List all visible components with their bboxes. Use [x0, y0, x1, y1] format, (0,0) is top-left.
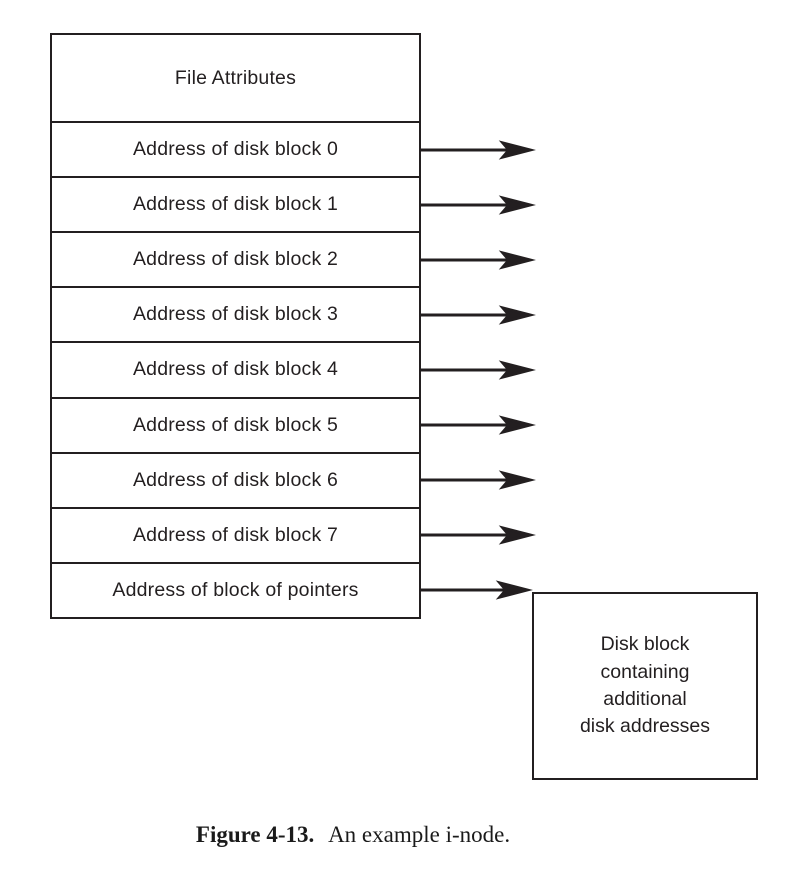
inode-row-disk-block-3: Address of disk block 3: [52, 286, 419, 341]
arrow-disk-block-3: [421, 305, 536, 325]
inode-row-disk-block-0: Address of disk block 0: [52, 121, 419, 176]
arrow-disk-block-7: [421, 525, 536, 545]
figure-caption-text: An example i-node.: [328, 822, 511, 847]
arrow-disk-block-1: [421, 195, 536, 215]
arrow-block-of-pointers: [421, 580, 533, 600]
inode-table: File Attributes Address of disk block 0 …: [50, 33, 421, 619]
inode-file-attributes-cell: File Attributes: [174, 66, 297, 89]
indirect-disk-block-label: Disk block containing additional disk ad…: [579, 633, 711, 738]
figure-caption-number: Figure 4-13.: [195, 822, 315, 847]
inode-row-disk-block-6: Address of disk block 6: [52, 451, 419, 507]
arrow-disk-block-6: [421, 470, 536, 490]
indirect-disk-block-box: Disk block containing additional disk ad…: [532, 592, 758, 780]
inode-row-disk-block-7: Address of disk block 7: [52, 506, 419, 562]
inode-row-disk-block-2: Address of disk block 2: [52, 231, 419, 286]
inode-row-block-of-pointers: Address of block of pointers: [52, 561, 419, 617]
arrow-disk-block-2: [421, 250, 536, 270]
arrow-disk-block-0: [421, 140, 536, 160]
arrow-disk-block-4: [421, 360, 536, 380]
inode-row-disk-block-1: Address of disk block 1: [52, 176, 419, 231]
inode-row-disk-block-5: Address of disk block 5: [52, 396, 419, 452]
figure-caption: Figure 4-13. An example i-node.: [0, 822, 706, 848]
inode-row-disk-block-4: Address of disk block 4: [52, 341, 419, 396]
arrow-disk-block-5: [421, 415, 536, 435]
